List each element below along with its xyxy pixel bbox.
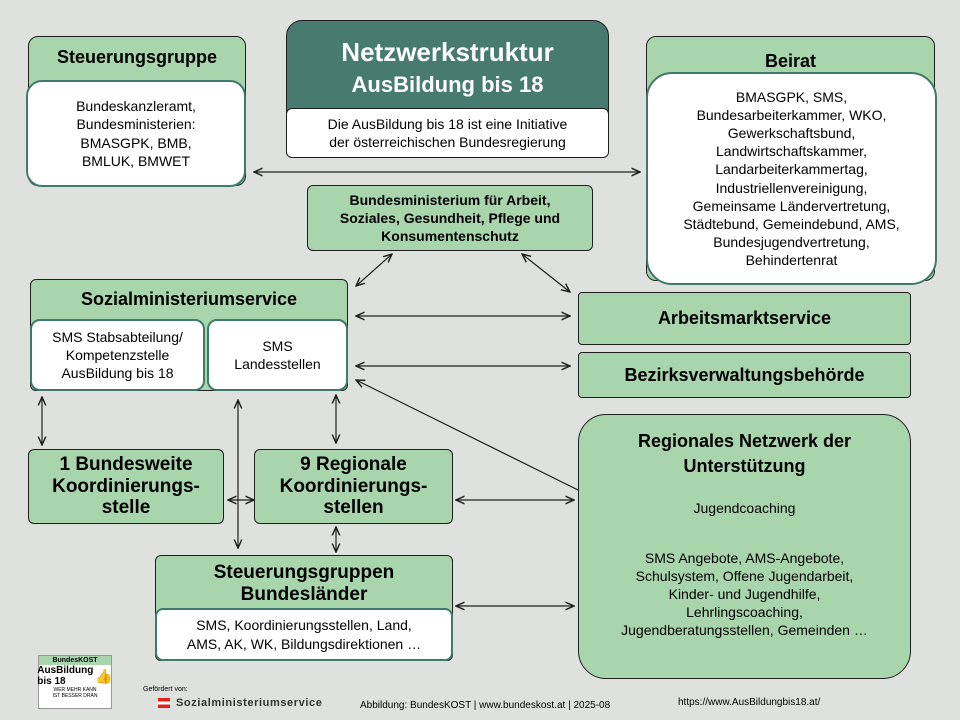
ams-box: Arbeitsmarktservice	[578, 292, 911, 345]
title-description: Die AusBildung bis 18 ist eine Initiativ…	[286, 108, 609, 158]
steuerungsgruppe-heading: Steuerungsgruppe	[56, 47, 217, 67]
arrow-ministerium-sms	[356, 254, 392, 286]
beirat-line: Bundesjugendvertretung,	[713, 234, 870, 251]
steuerungsgruppen-bl-heading: Steuerungsgruppen	[213, 562, 395, 583]
netzwerk-line: Jugendberatungsstellen, Gemeinden …	[621, 622, 868, 639]
netzwerk-line: SMS Angebote, AMS-Angebote,	[644, 549, 845, 566]
beirat-members: BMASGPK, SMS, Bundesarbeiterkammer, WKO,…	[646, 72, 937, 285]
sms-stabsabteilung: SMS Stabsabteilung/ Kompetenzstelle AusB…	[30, 319, 205, 391]
beirat-heading: Beirat	[764, 51, 817, 71]
gefoerdert-label: Gefördert von:	[143, 686, 188, 693]
bvb-box: Bezirksverwaltungsbehörde	[578, 352, 911, 398]
ministerium-line: Bundesministerium für Arbeit,	[349, 191, 551, 208]
regionale-ks-line: 9 Regionale	[300, 453, 407, 475]
steuerungsgruppe-line: BMLUK, BMWET	[81, 152, 191, 169]
website-link[interactable]: https://www.AusBildungbis18.at/	[678, 697, 821, 708]
bvb-label: Bezirksverwaltungsbehörde	[624, 364, 865, 385]
netzwerk-heading-line: Regionales Netzwerk der	[637, 431, 852, 451]
sms-stab-line: Kompetenzstelle	[65, 346, 170, 363]
ministerium-line: Soziales, Gesundheit, Pflege und	[339, 209, 561, 226]
sms-landesstellen-line: Landesstellen	[234, 356, 321, 372]
sponsor-name: Sozialministeriumservice	[176, 697, 323, 709]
logo-top: BundesKOST	[39, 656, 111, 665]
steuerungsgruppe-members: Bundeskanzleramt, Bundesministerien: BMA…	[26, 80, 246, 187]
sms-landesstellen-line: SMS	[262, 337, 293, 354]
logo-small2: IST BESSER DRAN	[52, 693, 98, 699]
netzwerk-heading-line: Unterstützung	[683, 456, 806, 477]
arrow-sms-regionales-netzwerk	[356, 380, 579, 491]
title-desc-line: der österreichischen Bundesregierung	[329, 134, 566, 150]
beirat-line: Städtebund, Gemeindebund, AMS,	[683, 215, 900, 232]
logo-line1: AusBildung	[37, 665, 94, 676]
netzwerk-jugendcoaching: Jugendcoaching	[693, 500, 796, 517]
steuerungsgruppe-line: BMASGPK, BMB,	[80, 134, 192, 151]
logo-small1: WER MEHR KANN	[53, 687, 97, 693]
bundesweite-box: 1 Bundesweite Koordinierungs- stelle	[28, 449, 224, 524]
regionale-ks-line: Koordinierungs-	[279, 475, 428, 497]
steuerungsgruppe-line: Bundeskanzleramt,	[76, 98, 196, 115]
beirat-line: Landwirtschaftskammer,	[716, 143, 867, 160]
arrow-ministerium-ams	[522, 254, 570, 292]
credit-text: Abbildung: BundesKOST | www.bundeskost.a…	[360, 700, 611, 711]
beirat-line: Industriellenvereinigung,	[715, 179, 868, 196]
regionale-ks-box: 9 Regionale Koordinierungs- stellen	[254, 449, 453, 524]
sms-heading: Sozialministeriumservice	[80, 289, 298, 309]
beirat-line: Behindertenrat	[745, 252, 838, 269]
title-line1: Netzwerkstruktur	[341, 37, 554, 67]
sponsor-logo: Sozialministeriumservice	[158, 697, 322, 709]
bundesweite-line: 1 Bundesweite	[59, 453, 193, 475]
netzwerk-line: Kinder- und Jugendhilfe,	[668, 585, 821, 602]
netzwerk-line: Lehrlingscoaching,	[686, 604, 803, 621]
title-line2: AusBildung bis 18	[351, 72, 544, 97]
sms-stab-line: SMS Stabsabteilung/	[52, 328, 183, 345]
netzwerk-line: Schulsystem, Offene Jugendarbeit,	[635, 567, 854, 584]
ministerium-line: Konsumentenschutz	[381, 228, 519, 245]
beirat-line: BMASGPK, SMS,	[735, 88, 848, 105]
austria-flag-icon	[158, 698, 170, 708]
logo-line2: bis 18	[37, 676, 66, 687]
sms-landesstellen: SMS Landesstellen	[207, 319, 348, 391]
steuerungsgruppen-bl-members: SMS, Koordinierungsstellen, Land, AMS, A…	[155, 608, 453, 661]
beirat-line: Gewerkschaftsbund,	[727, 124, 856, 141]
ministerium-box: Bundesministerium für Arbeit, Soziales, …	[307, 185, 593, 251]
steuerungsgruppen-bl-line: SMS, Koordinierungsstellen, Land,	[196, 617, 412, 634]
steuerungsgruppen-bl-heading: Bundesländer	[240, 583, 368, 605]
steuerungsgruppen-bl-line: AMS, AK, WK, Bildungsdirektionen …	[186, 635, 422, 652]
thumbs-up-icon: 👍	[95, 667, 113, 684]
ams-label: Arbeitsmarktservice	[657, 308, 832, 328]
sms-stab-line: AusBildung bis 18	[61, 365, 174, 382]
beirat-line: Gemeinsame Ländervertretung,	[692, 197, 891, 214]
bundeskost-logo: BundesKOST AusBildung bis 18 👍 WER MEHR …	[37, 655, 113, 709]
beirat-line: Bundesarbeiterkammer, WKO,	[696, 106, 887, 123]
regionales-netzwerk-box: Regionales Netzwerk der Unterstützung Ju…	[578, 414, 911, 679]
steuerungsgruppe-line: Bundesministerien:	[76, 116, 196, 133]
bundesweite-line: stelle	[101, 497, 151, 519]
regionale-ks-line: stellen	[323, 497, 384, 519]
title-desc-line: Die AusBildung bis 18 ist eine Initiativ…	[327, 115, 568, 132]
bundesweite-line: Koordinierungs-	[52, 475, 200, 497]
beirat-line: Landarbeiterkammertag,	[715, 161, 868, 178]
